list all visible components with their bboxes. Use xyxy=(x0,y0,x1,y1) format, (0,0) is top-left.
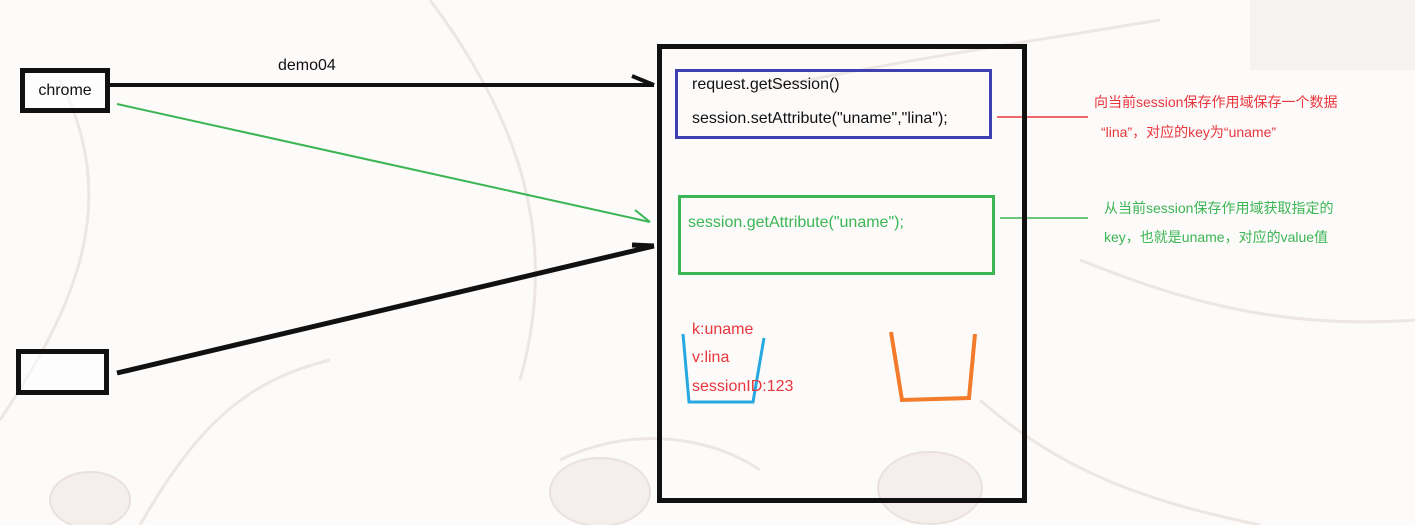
set-note-line-1: 向当前session保存作用域保存一个数据 xyxy=(1094,94,1338,110)
store-session-id: sessionID:123 xyxy=(692,378,794,395)
client-second-box xyxy=(16,349,109,395)
server-box: request.getSession() session.setAttribut… xyxy=(657,44,1027,503)
request-arrow-label: demo04 xyxy=(278,57,336,74)
client-chrome-label: chrome xyxy=(38,81,92,99)
request-arrow xyxy=(110,74,655,87)
get-request-arrow xyxy=(116,103,651,223)
client-chrome-box: chrome xyxy=(20,68,110,113)
store-value: v:lina xyxy=(692,349,730,366)
get-attribute-code: session.getAttribute("uname"); xyxy=(688,214,904,231)
set-note-line-2: “lina”，对应的key为“uname” xyxy=(1101,124,1277,140)
cyan-bucket xyxy=(681,333,766,404)
get-note-line-1: 从当前session保存作用域获取指定的 xyxy=(1104,200,1334,216)
orange-bucket xyxy=(889,331,977,403)
get-attribute-box: session.getAttribute("uname"); xyxy=(678,195,995,275)
set-attribute-code: session.setAttribute("uname","lina"); xyxy=(692,110,948,127)
get-note-line-2: key，也就是uname，对应的value值 xyxy=(1104,229,1329,245)
store-key: k:uname xyxy=(692,321,754,338)
second-client-arrow xyxy=(116,242,655,376)
set-attribute-box: request.getSession() session.setAttribut… xyxy=(675,69,992,139)
client-second-label xyxy=(21,354,104,390)
get-session-code: request.getSession() xyxy=(692,76,840,93)
